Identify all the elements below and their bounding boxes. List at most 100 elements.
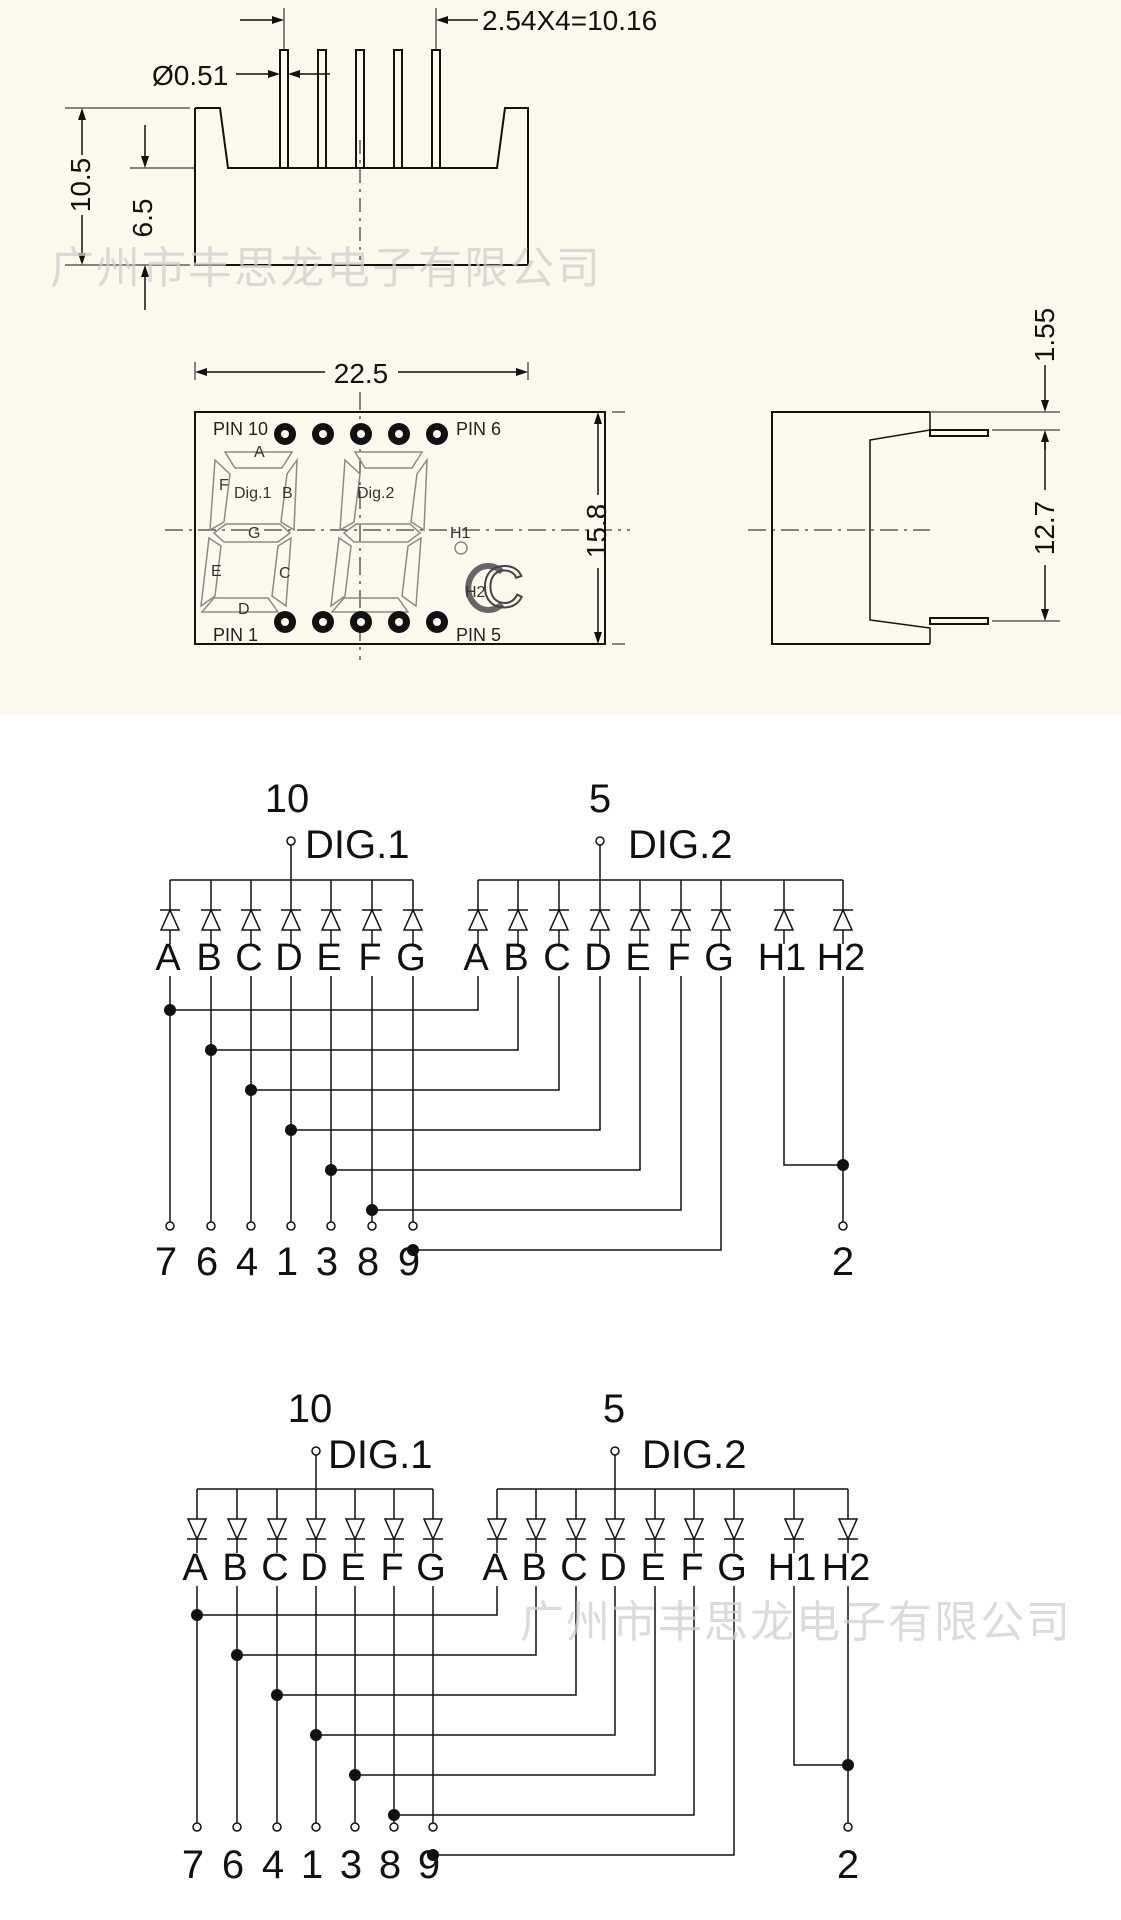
junction-dot (231, 1649, 243, 1661)
pin (355, 49, 365, 169)
dig1-common-pin: 10 (265, 777, 310, 821)
led-diode (507, 908, 529, 931)
led-diode (565, 1518, 587, 1541)
junction-dot (310, 1729, 322, 1741)
segment-pin-number: 9 (418, 1843, 440, 1887)
junction-dot (837, 1159, 849, 1171)
dig2-segment-label: H1 (758, 937, 807, 979)
terminal (838, 1221, 848, 1231)
dig2-segment-label: E (640, 1547, 665, 1589)
led-diode (200, 908, 222, 931)
dig2-segment-label: H2 (822, 1547, 871, 1589)
segment-pin-number: 8 (379, 1843, 401, 1887)
mechanical-drawing-panel (0, 0, 1121, 715)
terminal (843, 1822, 853, 1832)
segment-tie (277, 1586, 577, 1696)
dig2-segment-label: D (599, 1547, 626, 1589)
digit-2-label: Dig.2 (357, 485, 394, 502)
segment-b-label: B (282, 485, 293, 502)
led-diode (683, 1518, 705, 1541)
dig2-segment-label: B (521, 1547, 546, 1589)
junction-dot (842, 1759, 854, 1771)
segment-pin-number: 3 (316, 1240, 338, 1284)
segment-f-label: F (219, 477, 229, 494)
junction-dot (191, 1609, 203, 1621)
segment-pin-number: 4 (236, 1240, 258, 1284)
junction-dot (349, 1769, 361, 1781)
led-diode (186, 1518, 208, 1541)
dig2-segment-label: G (704, 937, 734, 979)
junction-dot (407, 1244, 419, 1256)
led-diode (670, 908, 692, 931)
dig2-common-pin: 5 (603, 1387, 625, 1431)
led-diode (723, 1518, 745, 1541)
led-diode (280, 908, 302, 931)
led-diode (402, 908, 424, 931)
side-pin (929, 429, 989, 437)
segment-tie (316, 1586, 616, 1736)
led-diode (773, 908, 795, 931)
dig1-segment-label: C (235, 937, 262, 979)
segment-pin-number: 4 (262, 1843, 284, 1887)
dig2-segment-label: B (503, 937, 528, 979)
dig1-segment-label: C (261, 1547, 288, 1589)
dig1-segment-label: F (380, 1547, 403, 1589)
segment-pin-number: 1 (301, 1843, 323, 1887)
terminal (311, 1446, 321, 1456)
led-diode (159, 908, 181, 931)
top-view-body (194, 107, 529, 266)
terminal (595, 836, 605, 846)
led-diode (240, 908, 262, 931)
segment-pin-number: 6 (196, 1240, 218, 1284)
dig2-segment-label: A (482, 1547, 508, 1589)
segment-g-label: G (248, 525, 260, 542)
front-view-body (194, 411, 606, 645)
led-diode (629, 908, 651, 931)
segment-a-label: A (254, 444, 265, 461)
side-top-label: 1.55 (1029, 308, 1060, 363)
led-diode (837, 1518, 859, 1541)
led-diode (266, 1518, 288, 1541)
terminal (428, 1822, 438, 1832)
segment-tie (394, 1586, 695, 1816)
height-front-label: 15.8 (581, 504, 612, 559)
celsius-symbol: C (482, 555, 524, 620)
junction-dot (325, 1164, 337, 1176)
segment-tie (355, 1586, 656, 1776)
side-pin (929, 617, 989, 625)
pin-10-label: PIN 10 (213, 419, 268, 439)
led-diode (467, 908, 489, 931)
segment-pin-number: 3 (340, 1843, 362, 1887)
junction-dot (285, 1124, 297, 1136)
segment-h2-label: H2 (465, 584, 486, 601)
dig1-label: DIG.1 (328, 1433, 432, 1477)
terminal (286, 836, 296, 846)
led-diode (486, 1518, 508, 1541)
junction-dot (388, 1809, 400, 1821)
terminal (311, 1822, 321, 1832)
watermark: 广州市丰思龙电子有限公司 (520, 1597, 1072, 1648)
dig2-segment-label: C (543, 937, 570, 979)
pin (317, 49, 327, 169)
junction-dot (245, 1084, 257, 1096)
led-diode (832, 908, 854, 931)
segment-e-label: E (211, 563, 222, 580)
dig1-segment-label: B (222, 1547, 247, 1589)
terminal (408, 1221, 418, 1231)
junction-dot (205, 1044, 217, 1056)
segment-c-label: C (279, 565, 291, 582)
dig2-segment-label: D (584, 937, 611, 979)
dig2-common-pin: 5 (589, 777, 611, 821)
led-diode (344, 1518, 366, 1541)
dig2-label: DIG.2 (628, 823, 732, 867)
terminal (232, 1822, 242, 1832)
led-diode (604, 1518, 626, 1541)
dig1-segment-label: A (182, 1547, 208, 1589)
segment-tie (251, 976, 560, 1091)
junction-dot (366, 1204, 378, 1216)
led-diode (320, 908, 342, 931)
pin-5-label: PIN 5 (456, 625, 501, 645)
terminal (246, 1221, 256, 1231)
height-total-label: 10.5 (65, 158, 96, 213)
